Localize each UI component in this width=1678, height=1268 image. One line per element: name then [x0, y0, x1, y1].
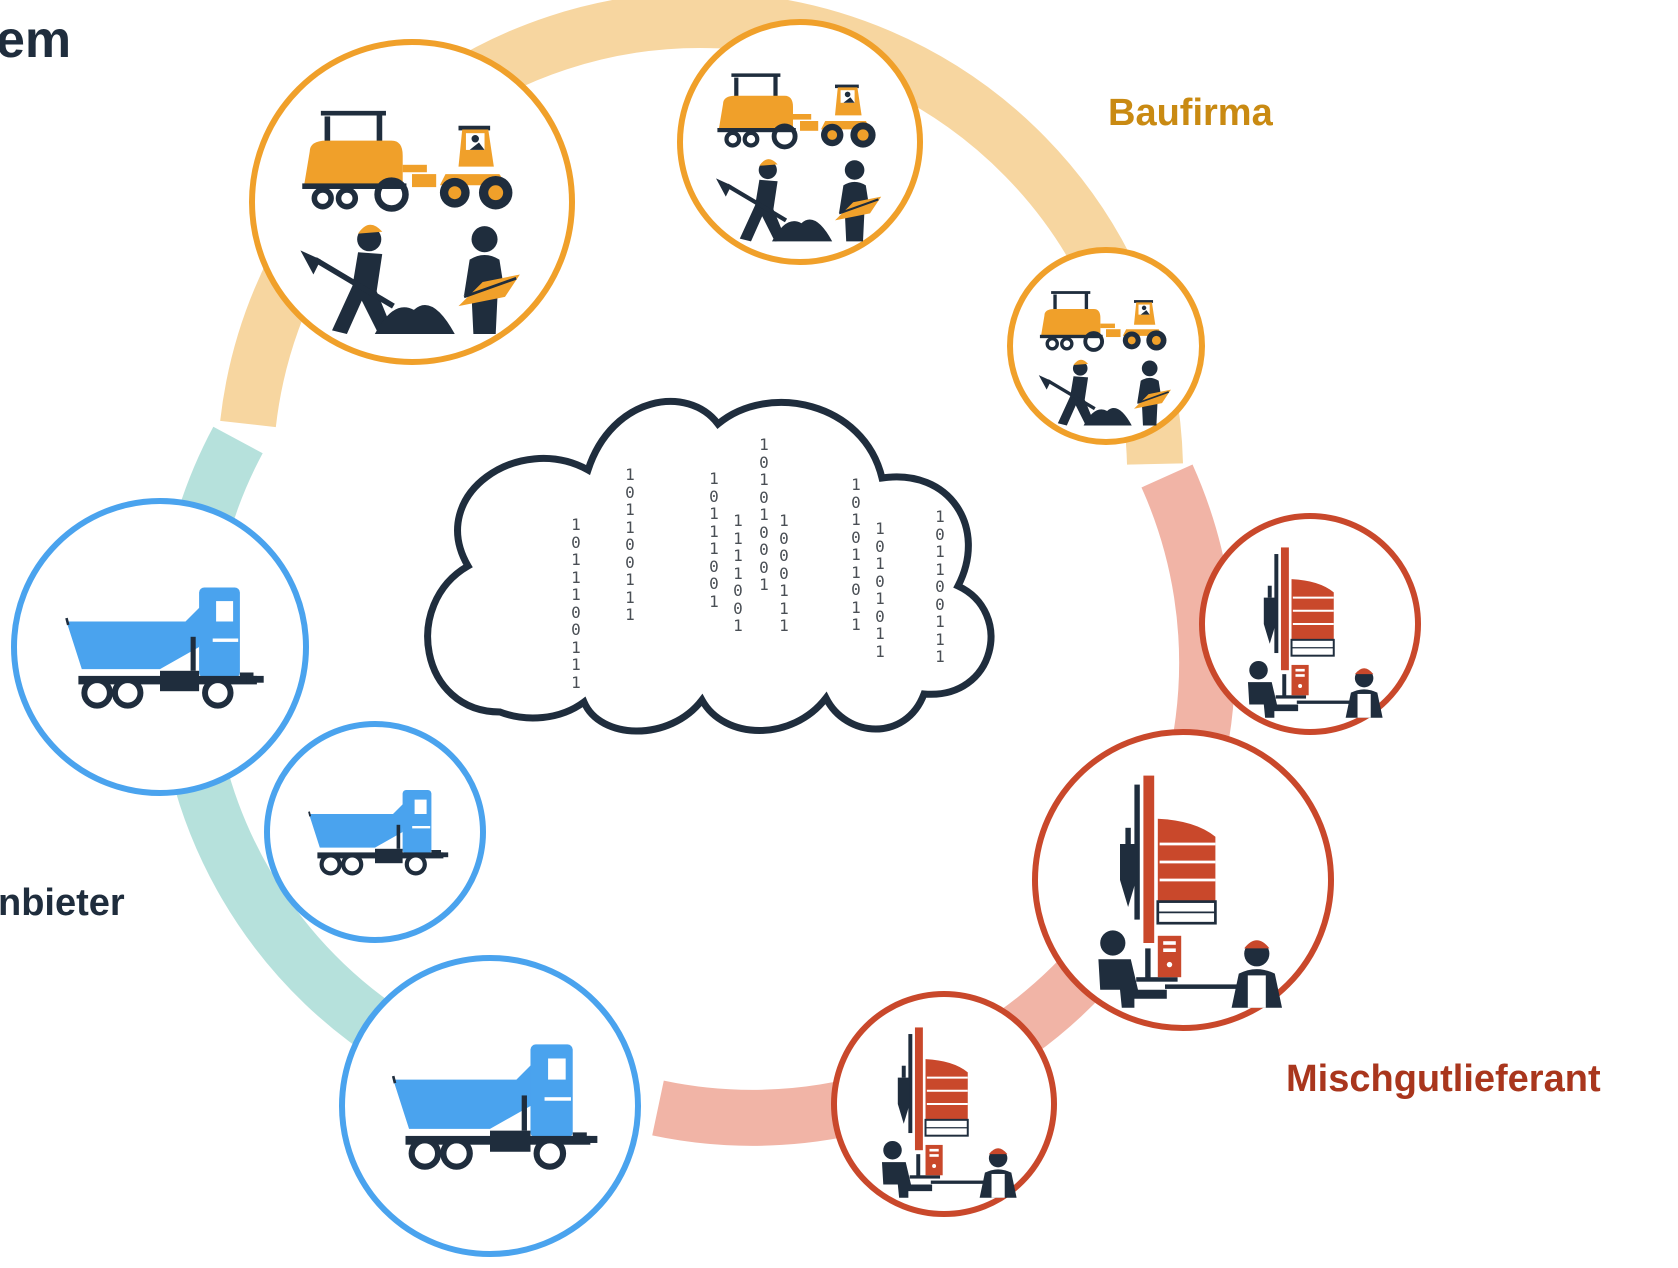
label-baufirma: Baufirma — [1108, 92, 1273, 134]
mixing-plant-icon-small — [1199, 513, 1421, 735]
mixing-plant-icon-bottom — [831, 991, 1057, 1217]
dump-truck-icon-small — [264, 721, 486, 943]
mixing-plant-icon-large — [1032, 729, 1334, 1031]
page-title: em — [0, 11, 72, 69]
dump-truck-icon-left — [11, 498, 309, 796]
data-cloud-icon — [424, 398, 995, 735]
construction-crew-icon-small — [1007, 247, 1205, 445]
dump-truck-icon-bottom — [339, 955, 641, 1257]
label-mischgutlieferant: Mischgutlieferant — [1286, 1058, 1601, 1100]
label-anbieter: nbieter — [0, 882, 125, 924]
construction-crew-icon-top — [677, 19, 923, 265]
construction-crew-icon-large — [249, 39, 575, 365]
